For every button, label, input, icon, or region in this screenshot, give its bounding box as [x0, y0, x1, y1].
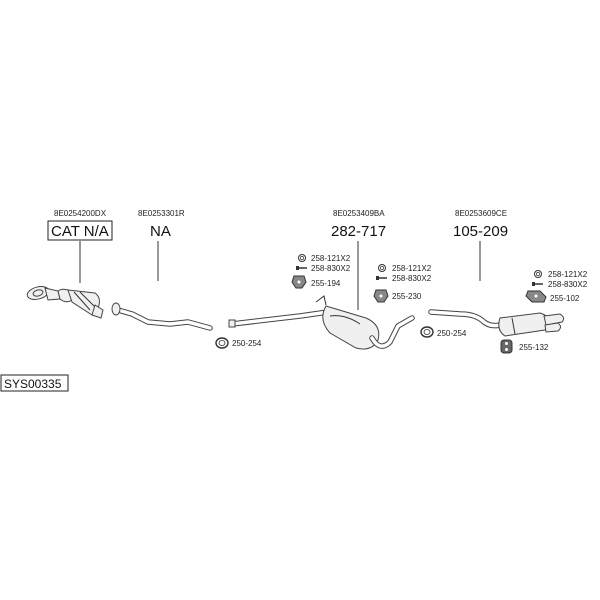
middle-hanger-2-icon[interactable]	[373, 289, 389, 303]
middle-bolt-1-label: 258-830X2	[311, 264, 351, 273]
front-pipe-part-number[interactable]: NA	[150, 223, 171, 240]
middle-ring-2-icon[interactable]	[378, 264, 386, 272]
middle-ring-2-label: 258-121X2	[392, 264, 432, 273]
rear-hanger-icon[interactable]	[525, 290, 547, 303]
cat-number-box	[47, 220, 113, 241]
rear-hanger-label: 255-102	[550, 294, 580, 303]
system-id-box	[0, 374, 69, 392]
rear-silencer-part-number[interactable]: 105-209	[453, 223, 508, 240]
front-clamp[interactable]	[215, 337, 229, 349]
middle-bolt-2-label: 258-830X2	[392, 274, 432, 283]
middle-ring-1-icon[interactable]	[298, 254, 306, 262]
rear-clamp[interactable]	[420, 326, 434, 338]
cat-part-code: 8E0254200DX	[54, 209, 107, 218]
system-id: SYS00335	[4, 377, 62, 391]
rear-rubber-mount-label: 255-132	[519, 343, 549, 352]
middle-silencer-drawing[interactable]	[228, 295, 415, 350]
front-pipe-part-code: 8E0253301R	[138, 209, 185, 218]
rear-clamp-label: 250-254	[437, 329, 467, 338]
middle-bolt-2-icon[interactable]	[376, 276, 387, 280]
rear-silencer-part-code: 8E0253609CE	[455, 209, 507, 218]
middle-hanger-2-label: 255-230	[392, 292, 422, 301]
middle-silencer-part-code: 8E0253409BA	[333, 209, 385, 218]
middle-bolt-1-icon[interactable]	[296, 266, 307, 270]
middle-ring-1-label: 258-121X2	[311, 254, 351, 263]
rear-ring-icon[interactable]	[534, 270, 542, 278]
middle-silencer-part-number[interactable]: 282-717	[331, 223, 386, 240]
rear-bolt-label: 258-830X2	[548, 280, 588, 289]
rear-bolt-icon[interactable]	[532, 282, 543, 286]
front-pipe-drawing[interactable]	[111, 302, 213, 331]
front-clamp-label: 250-254	[232, 339, 262, 348]
middle-hanger-1-label: 255-194	[311, 279, 341, 288]
catalytic-converter-drawing[interactable]	[26, 284, 104, 319]
cat-part-number[interactable]: CAT N/A	[51, 223, 109, 240]
rear-rubber-mount-icon[interactable]	[500, 339, 513, 354]
rear-ring-label: 258-121X2	[548, 270, 588, 279]
rear-silencer-drawing[interactable]	[428, 309, 565, 337]
middle-hanger-1-icon[interactable]	[291, 275, 307, 289]
